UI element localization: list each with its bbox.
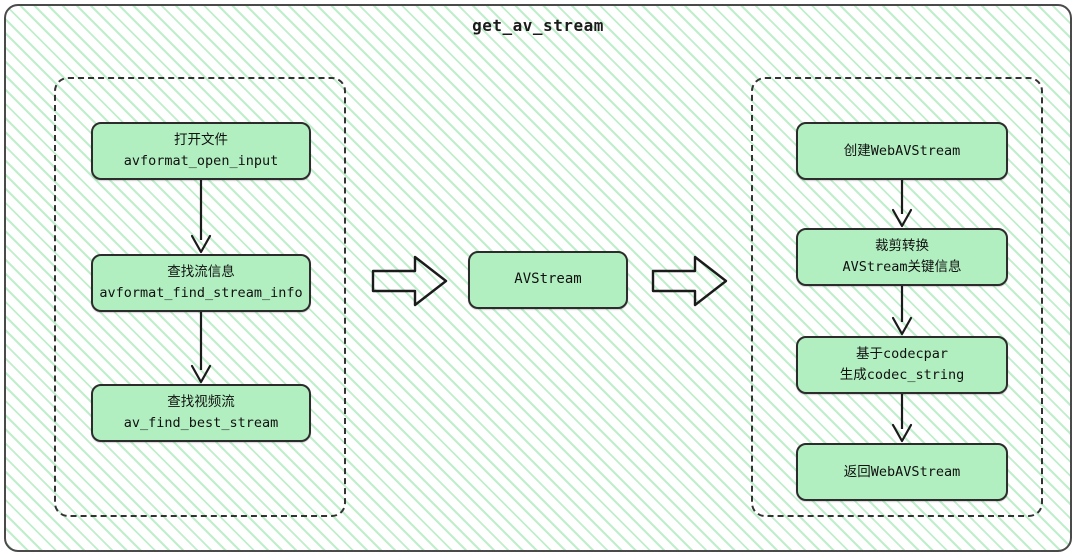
node-avstream-label: AVStream: [514, 271, 582, 288]
node-codec-string[interactable]: 基于codecpar 生成codec_string: [796, 336, 1008, 394]
node-codec-string-line1: 基于codecpar: [855, 346, 949, 363]
node-find-stream-info-line1: 查找流信息: [167, 264, 235, 281]
diagram-title: get_av_stream: [472, 16, 604, 35]
group-ffmpeg-demux: [54, 77, 346, 517]
outer-container: get_av_stream 打开文件 avformat_open_input 查…: [4, 4, 1072, 552]
node-codec-string-line2: 生成codec_string: [839, 367, 965, 383]
arrow-open-to-find: [190, 180, 212, 254]
arrow-crop-to-codec: [891, 286, 913, 336]
node-find-best-stream-line1: 查找视频流: [167, 394, 235, 411]
block-arrow-avstream-to-right: [651, 255, 728, 307]
node-create-webavstream-label: 创建WebAVStream: [843, 142, 961, 159]
node-crop-convert-line1: 裁剪转换: [875, 238, 929, 255]
node-avstream[interactable]: AVStream: [468, 251, 628, 309]
node-find-stream-info[interactable]: 查找流信息 avformat_find_stream_info: [91, 254, 311, 312]
node-crop-convert-line2: AVStream关键信息: [842, 259, 962, 275]
arrow-create-to-crop: [891, 180, 913, 228]
node-open-input[interactable]: 打开文件 avformat_open_input: [91, 122, 311, 180]
node-crop-convert[interactable]: 裁剪转换 AVStream关键信息: [796, 228, 1008, 286]
node-return-webavstream-label: 返回WebAVStream: [843, 463, 961, 480]
node-find-best-stream-line2: av_find_best_stream: [123, 415, 279, 431]
node-open-input-line2: avformat_open_input: [123, 153, 279, 169]
node-return-webavstream[interactable]: 返回WebAVStream: [796, 443, 1008, 501]
node-find-stream-info-line2: avformat_find_stream_info: [99, 285, 303, 301]
arrow-find-to-best: [190, 312, 212, 384]
arrow-codec-to-return: [891, 394, 913, 443]
node-create-webavstream[interactable]: 创建WebAVStream: [796, 122, 1008, 180]
node-find-best-stream[interactable]: 查找视频流 av_find_best_stream: [91, 384, 311, 442]
block-arrow-left-to-avstream: [371, 255, 448, 307]
node-open-input-line1: 打开文件: [174, 132, 228, 149]
group-webav-wrap: [751, 77, 1043, 517]
